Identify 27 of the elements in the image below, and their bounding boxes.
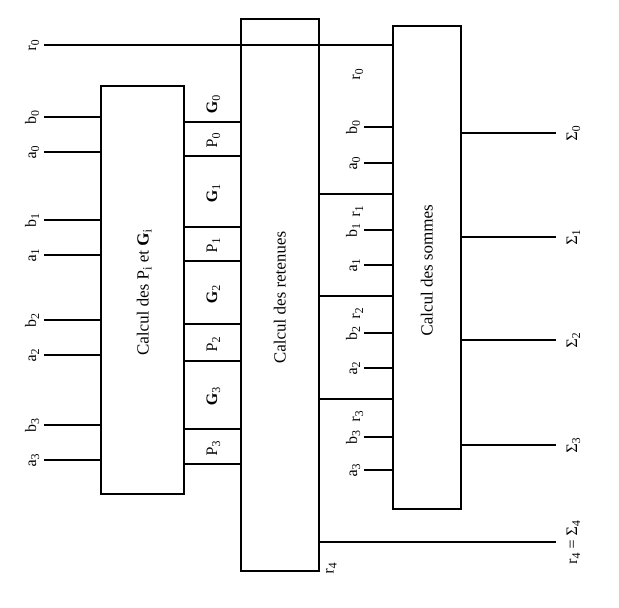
signal-wire bbox=[364, 436, 392, 438]
process-block bbox=[100, 85, 185, 495]
block-title: Calcul des retenues bbox=[272, 230, 288, 364]
block-title: Calcul des sommes bbox=[418, 204, 436, 336]
signal-wire bbox=[44, 424, 100, 426]
signal-wire bbox=[364, 126, 392, 128]
signal-wire bbox=[364, 264, 392, 266]
signal-wire bbox=[364, 332, 392, 334]
signal-wire bbox=[44, 254, 100, 256]
signal-wire bbox=[44, 319, 100, 321]
signal-wire bbox=[44, 116, 100, 118]
signal-wire bbox=[364, 367, 392, 369]
signal-wire bbox=[320, 541, 556, 543]
signal-wire bbox=[44, 354, 100, 356]
signal-wire bbox=[462, 132, 556, 134]
signal-wire bbox=[364, 162, 392, 164]
signal-wire bbox=[364, 229, 392, 231]
signal-wire bbox=[44, 219, 100, 221]
process-block bbox=[392, 25, 462, 510]
signal-wire bbox=[44, 459, 100, 461]
signal-wire bbox=[462, 236, 556, 238]
signal-wire bbox=[462, 444, 556, 446]
signal-wire bbox=[44, 44, 240, 46]
signal-wire bbox=[320, 44, 392, 46]
signal-wire bbox=[44, 151, 100, 153]
signal-wire bbox=[364, 469, 392, 471]
signal-wire bbox=[462, 339, 556, 341]
